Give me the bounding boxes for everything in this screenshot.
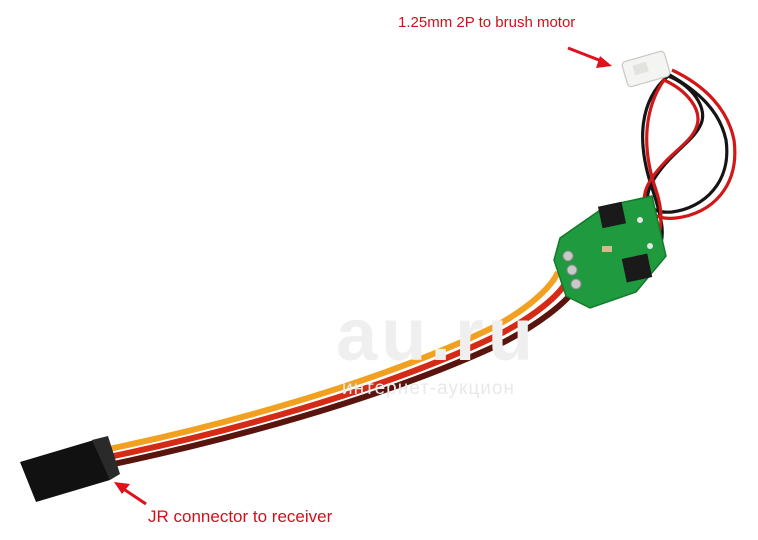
arrow-up-left-icon <box>114 482 147 506</box>
motor-wires <box>641 68 737 256</box>
receiver-connector-label: JR connector to receiver <box>148 507 333 526</box>
solder-pad-3 <box>570 278 582 290</box>
solder-pad-1 <box>562 250 574 262</box>
motor-connector-label: 1.25mm 2P to brush motor <box>398 14 576 31</box>
watermark-sub: интернет-аукцион <box>342 378 515 399</box>
wire-signal <box>103 270 561 453</box>
mosfet-chip-top <box>597 201 627 229</box>
wire-power <box>103 280 569 461</box>
motor-connector <box>621 50 671 88</box>
servo-lead <box>103 270 577 469</box>
solder-pad-2 <box>566 264 578 276</box>
mosfet-chip-bottom <box>621 253 653 283</box>
jr-connector <box>20 436 120 502</box>
arrow-right-down-icon <box>567 46 612 68</box>
watermark-main: au.ru <box>336 293 537 376</box>
motor-wire-red <box>642 68 737 256</box>
esc-pcb <box>553 195 667 309</box>
wire-ground <box>103 288 577 469</box>
capacitor <box>602 246 612 252</box>
